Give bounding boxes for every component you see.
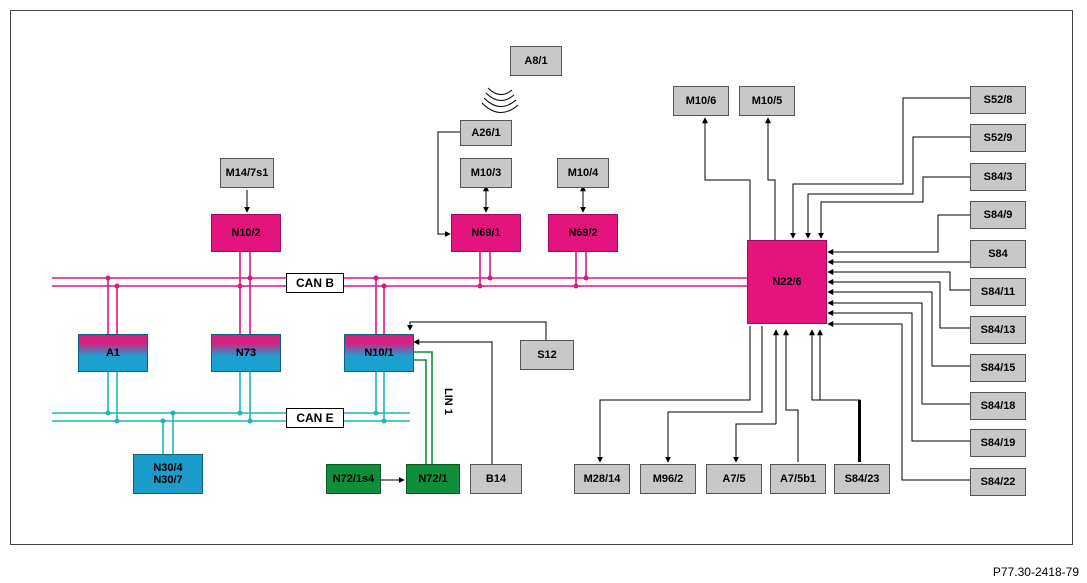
lin-1-bus [381, 351, 433, 483]
module-N22-6: N22/6 [747, 240, 827, 324]
module-N10-1: N10/1 [344, 334, 414, 372]
module-A26-1: A26/1 [460, 120, 512, 146]
module-M14-7s1: M14/7s1 [220, 158, 274, 188]
can-e-junctions [105, 410, 387, 424]
can-b-label: CAN B [286, 273, 344, 293]
module-N10-2: N10/2 [211, 214, 281, 252]
module-N30: N30/4 N30/7 [133, 454, 203, 494]
can-b-junctions [105, 275, 589, 289]
can-e-bus [52, 372, 410, 454]
module-N73: N73 [211, 334, 281, 372]
module-S84-15: S84/15 [970, 354, 1026, 382]
module-S52-9: S52/9 [970, 124, 1026, 152]
module-S84-19: S84/19 [970, 429, 1026, 457]
module-B14: B14 [470, 464, 522, 494]
module-N72-1s4: N72/1s4 [326, 464, 381, 494]
module-N72-1: N72/1 [406, 464, 460, 494]
module-S52-8: S52/8 [970, 86, 1026, 114]
module-S84-23: S84/23 [834, 464, 890, 494]
module-M10-6: M10/6 [673, 86, 729, 116]
module-A1: A1 [78, 334, 148, 372]
module-A7-5: A7/5 [706, 464, 762, 494]
module-M96-2: M96/2 [640, 464, 696, 494]
module-S84-11: S84/11 [970, 278, 1026, 306]
lin-1-label: LIN 1 [442, 388, 454, 415]
module-S84-13: S84/13 [970, 316, 1026, 344]
module-N69-2: N69/2 [548, 214, 618, 252]
module-M28-14: M28/14 [574, 464, 630, 494]
module-S12: S12 [520, 340, 574, 370]
can-e-label: CAN E [286, 408, 344, 428]
module-S84-9: S84/9 [970, 201, 1026, 229]
diagram-frame [10, 10, 1073, 545]
module-A8-1: A8/1 [510, 46, 562, 76]
module-A7-5b1: A7/5b1 [770, 464, 826, 494]
module-S84: S84 [970, 240, 1026, 268]
module-N69-1: N69/1 [451, 214, 521, 252]
figure-reference: P77.30-2418-79 [992, 565, 1079, 579]
module-M10-4: M10/4 [557, 158, 609, 188]
module-M10-5: M10/5 [739, 86, 795, 116]
antenna-waves-icon [481, 87, 519, 113]
can-b-bus [52, 252, 748, 334]
module-S84-18: S84/18 [970, 392, 1026, 420]
module-S84-22: S84/22 [970, 468, 1026, 496]
signal-lines [244, 97, 970, 481]
module-S84-3: S84/3 [970, 163, 1026, 191]
module-M10-3: M10/3 [460, 158, 512, 188]
